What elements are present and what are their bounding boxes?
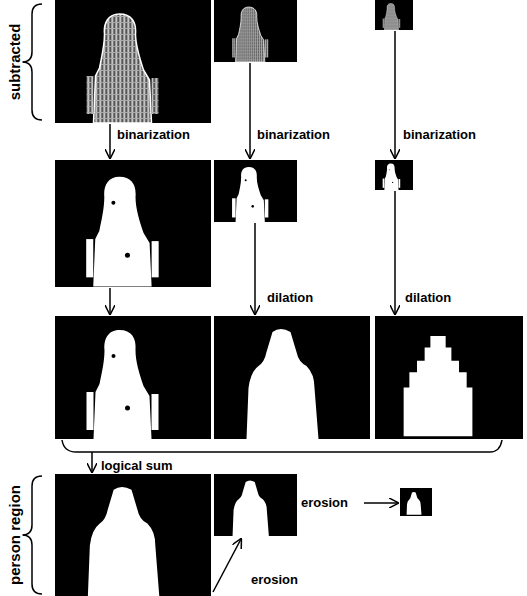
step-label: erosion — [300, 495, 349, 510]
section-label: subtracted — [6, 23, 23, 102]
section-label: person region — [6, 484, 23, 586]
step-label: binarization — [402, 127, 477, 142]
step-label: dilation — [404, 290, 452, 305]
step-label: erosion — [250, 572, 299, 587]
step-label: binarization — [116, 127, 191, 142]
step-label: logical sum — [100, 458, 174, 473]
step-label: dilation — [266, 290, 314, 305]
step-label: binarization — [256, 127, 331, 142]
